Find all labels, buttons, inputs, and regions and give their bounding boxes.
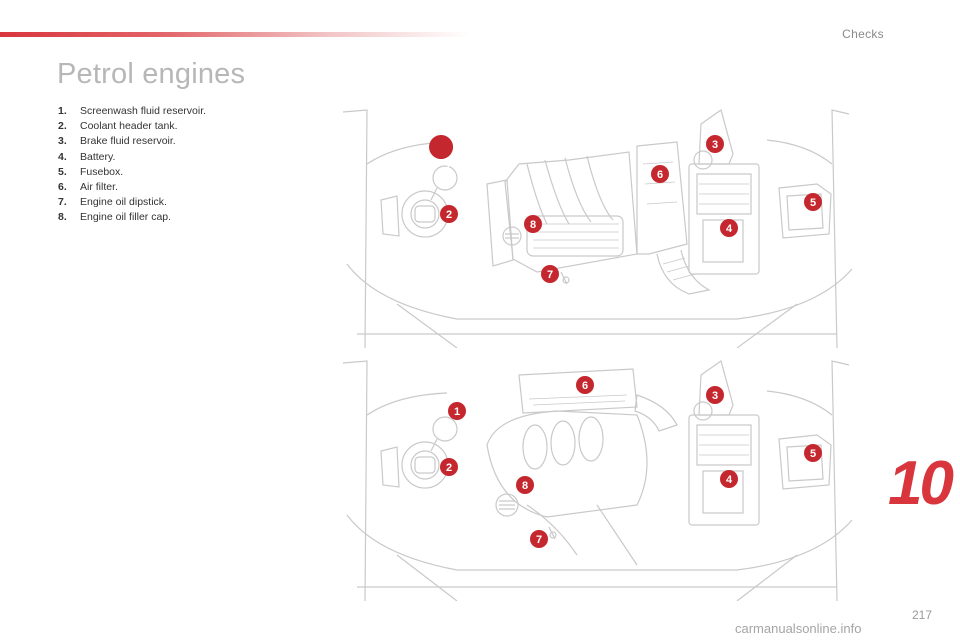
callout-marker: 3 <box>706 386 724 404</box>
callout-label: 2 <box>446 462 452 474</box>
legend-number: 8. <box>58 211 67 224</box>
callout-marker: 1 <box>429 135 454 174</box>
legend-label: Coolant header tank. <box>80 120 178 133</box>
legend-label: Fusebox. <box>80 165 124 178</box>
legend-label: Brake fluid reservoir. <box>80 135 176 148</box>
legend-number: 1. <box>58 105 67 117</box>
header-accent-bar <box>0 32 470 37</box>
callout-label: 2 <box>446 209 452 221</box>
callout-marker: 4 <box>720 470 738 488</box>
callout-label: 7 <box>536 534 542 546</box>
callout-marker: 1 <box>448 402 466 420</box>
callout-label: 6 <box>657 169 663 181</box>
engine-bay-diagram-bottom: 1 2 3 4 5 6 7 8 <box>342 360 853 601</box>
callout-label: 3 <box>712 390 718 402</box>
callout-label: 7 <box>547 269 553 281</box>
legend-item: 8. Engine oil filler cap. <box>58 210 206 225</box>
legend-label: Screenwash fluid reservoir. <box>80 105 207 117</box>
legend-label: Engine oil dipstick. <box>80 196 167 209</box>
legend-number: 3. <box>58 135 67 148</box>
legend-number: 7. <box>58 196 67 209</box>
callout-markers-top: 1 2 3 4 5 6 7 8 <box>429 135 822 283</box>
callout-marker: 2 <box>440 458 458 476</box>
legend-item: 2. Coolant header tank. <box>58 119 206 134</box>
callout-label: 1 <box>445 162 451 174</box>
legend-label: Engine oil filler cap. <box>80 211 172 224</box>
callout-marker: 6 <box>651 165 669 183</box>
callout-marker: 3 <box>706 135 724 153</box>
callout-label: 4 <box>726 223 733 235</box>
callout-marker: 7 <box>530 530 548 548</box>
legend-item: 1. Screenwash fluid reservoir. <box>58 104 206 119</box>
legend-number: 6. <box>58 181 67 194</box>
callout-markers-bottom: 1 2 3 4 5 6 7 8 <box>440 376 822 548</box>
legend-item: 6. Air filter. <box>58 180 206 195</box>
legend-item: 5. Fusebox. <box>58 165 206 180</box>
callout-label: 4 <box>726 474 733 486</box>
legend-number: 4. <box>58 150 67 163</box>
component-legend: 1. Screenwash fluid reservoir. 2. Coolant … <box>58 104 206 226</box>
callout-marker: 5 <box>804 444 822 462</box>
legend-number: 2. <box>58 120 67 133</box>
callout-marker: 8 <box>516 476 534 494</box>
legend-item: 7. Engine oil dipstick. <box>58 195 206 210</box>
callout-label: 5 <box>810 448 816 460</box>
engine-bay-diagram-top: 1 2 3 4 5 6 7 8 <box>342 109 853 348</box>
callout-label: 6 <box>582 380 588 392</box>
callout-marker: 5 <box>804 193 822 211</box>
section-label: Checks <box>842 27 884 41</box>
legend-item: 4. Battery. <box>58 150 206 165</box>
callout-marker: 6 <box>576 376 594 394</box>
callout-marker: 2 <box>440 205 458 223</box>
legend-number: 5. <box>58 165 67 178</box>
legend-label: Air filter. <box>80 181 118 194</box>
legend-label: Battery. <box>80 150 116 163</box>
page-number: 217 <box>912 608 933 622</box>
callout-label: 8 <box>530 219 536 231</box>
callout-label: 8 <box>522 480 528 492</box>
callout-marker: 7 <box>541 265 559 283</box>
callout-marker: 4 <box>720 219 738 237</box>
callout-marker: 8 <box>524 215 542 233</box>
chapter-number: 10 <box>888 449 954 518</box>
watermark: carmanualsonline.info <box>735 621 862 636</box>
page-title: Petrol engines <box>57 58 246 90</box>
legend-item: 3. Brake fluid reservoir. <box>58 134 206 149</box>
callout-label: 1 <box>454 406 460 418</box>
callout-label: 5 <box>810 197 816 209</box>
callout-label: 3 <box>712 139 718 151</box>
